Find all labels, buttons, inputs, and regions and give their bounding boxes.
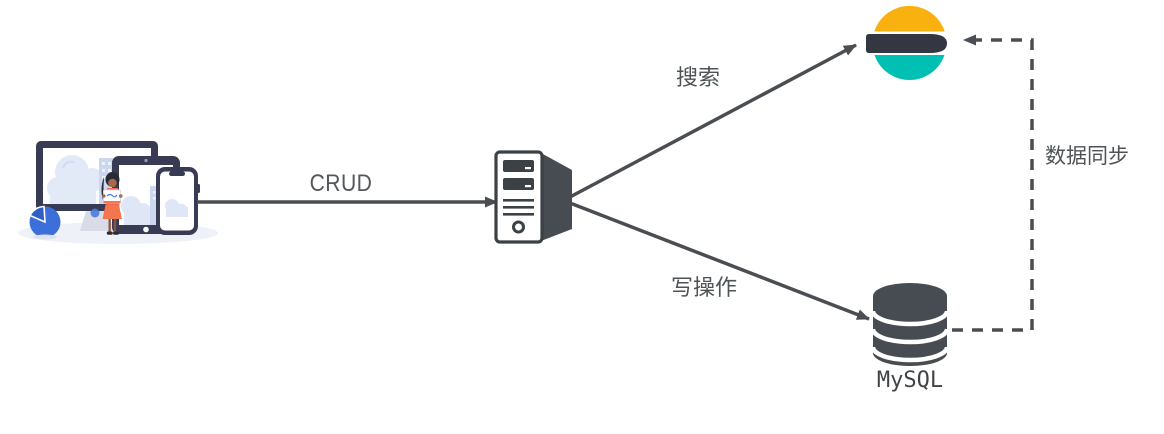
phone-icon xyxy=(156,167,200,235)
elasticsearch-logo xyxy=(866,5,947,80)
sync-dashed-arrow xyxy=(952,34,1034,332)
search-edge-label: 搜索 xyxy=(676,65,721,90)
elastic-dark-band xyxy=(866,34,947,53)
elastic-yellow-band xyxy=(874,5,945,32)
write-edge-label: 写操作 xyxy=(671,275,738,300)
elastic-teal-band xyxy=(874,55,945,80)
pie-sphere-icon xyxy=(28,205,61,240)
database-cylinder-icon xyxy=(870,283,950,366)
edge-arrows xyxy=(197,34,1034,332)
write-arrow xyxy=(569,201,870,321)
crud-edge-label: CRUD xyxy=(309,170,373,197)
server-tower-icon xyxy=(494,150,572,244)
blue-dot-accent xyxy=(90,208,100,218)
person-illustration xyxy=(101,172,123,235)
client-devices-illustration xyxy=(18,141,218,244)
mysql-node-label: MySQL xyxy=(876,368,944,393)
sync-edge-label: 数据同步 xyxy=(1045,145,1129,168)
search-arrow xyxy=(569,43,857,199)
